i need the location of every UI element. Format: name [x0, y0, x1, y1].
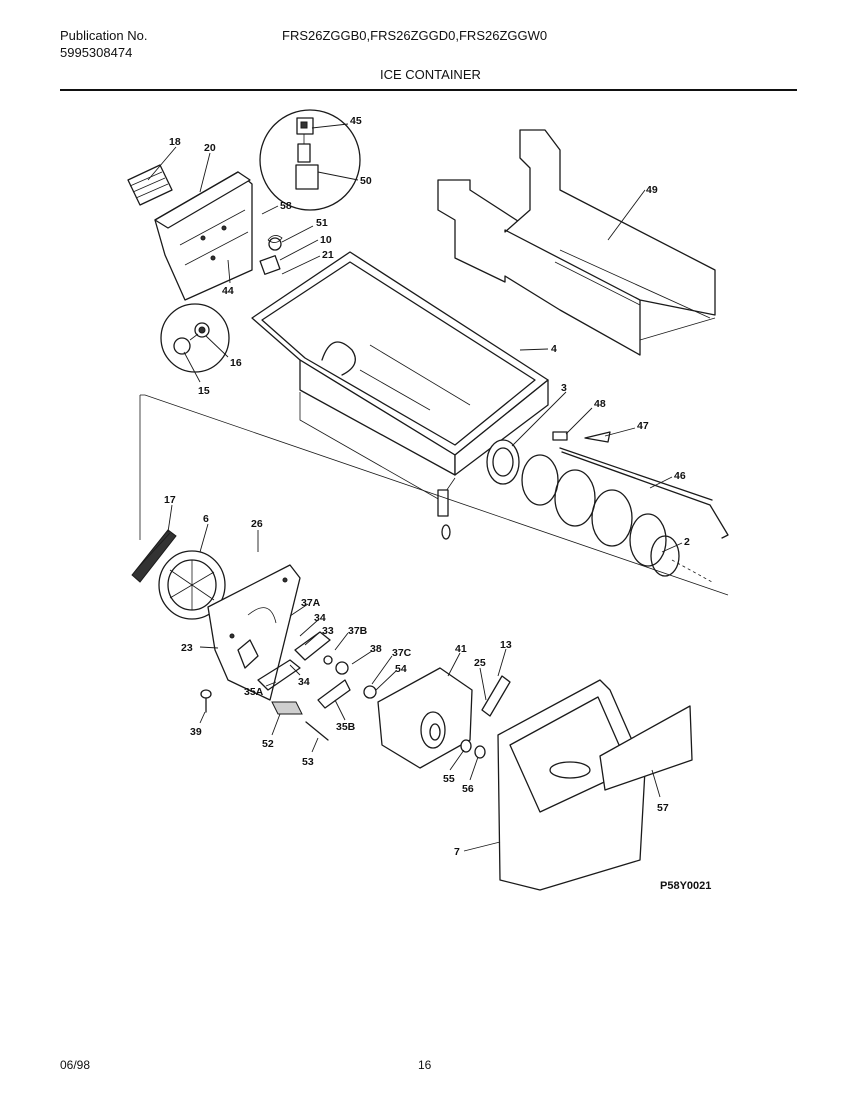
callout-54: 54 [395, 663, 407, 675]
callout-21: 21 [322, 249, 334, 261]
terminal-block [127, 164, 173, 206]
section-title: ICE CONTAINER [380, 67, 481, 82]
callout-7: 7 [454, 846, 460, 858]
callout-53: 53 [302, 756, 314, 768]
callout-20: 20 [204, 142, 216, 154]
callout-34-lower: 34 [298, 676, 310, 688]
actuator-bar [271, 701, 329, 741]
callout-13: 13 [500, 639, 512, 651]
small-switch-parts [259, 235, 283, 275]
bracket-assembly [154, 171, 253, 301]
callout-39: 39 [190, 726, 202, 738]
auger-rod [552, 431, 729, 539]
page-number: 16 [418, 1058, 432, 1072]
motor-housing [377, 667, 486, 769]
callout-47: 47 [637, 420, 649, 432]
callout-2: 2 [684, 536, 690, 548]
callout-57: 57 [657, 802, 669, 814]
figure-code: P58Y0021 [660, 880, 712, 892]
callout-4: 4 [551, 343, 557, 355]
front-assembly-outline [139, 394, 729, 596]
drive-ring [486, 439, 520, 485]
callout-16: 16 [230, 357, 242, 369]
callout-58: 58 [280, 200, 292, 212]
callout-52: 52 [262, 738, 274, 750]
screw-39 [200, 689, 212, 713]
callout-35B: 35B [336, 721, 356, 733]
part-callouts: 18 20 45 50 49 58 51 10 21 44 16 15 4 3 … [147, 115, 690, 858]
callout-33: 33 [322, 625, 334, 637]
callout-50: 50 [360, 175, 372, 187]
callout-41: 41 [455, 643, 467, 655]
header-rule [60, 89, 797, 91]
callout-51: 51 [316, 217, 328, 229]
slide-piece [481, 675, 511, 717]
callout-23: 23 [181, 642, 193, 654]
callout-56: 56 [462, 783, 474, 795]
callout-37A: 37A [301, 597, 321, 609]
footer-date: 06/98 [60, 1058, 91, 1072]
callout-49: 49 [646, 184, 658, 196]
callout-55: 55 [443, 773, 455, 785]
publication-number: 5995308474 [60, 45, 133, 60]
callout-6: 6 [203, 513, 209, 525]
callout-25: 25 [474, 657, 486, 669]
callout-15: 15 [198, 385, 210, 397]
callout-48: 48 [594, 398, 606, 410]
callout-26: 26 [251, 518, 263, 530]
model-numbers: FRS26ZGGB0,FRS26ZGGD0,FRS26ZGGW0 [282, 28, 548, 43]
crusher-wheel [158, 550, 226, 620]
gear-linkage [257, 631, 377, 709]
front-door [497, 679, 693, 891]
ice-container-bin [251, 251, 549, 540]
motor-plate [207, 564, 301, 701]
callout-46: 46 [674, 470, 686, 482]
callout-10: 10 [320, 234, 332, 246]
detail-circle-top [259, 109, 361, 211]
callout-38: 38 [370, 643, 382, 655]
back-cover-plate [437, 129, 716, 356]
detail-circle-left [160, 303, 230, 373]
callout-3: 3 [561, 382, 567, 394]
callout-18: 18 [169, 136, 181, 148]
callout-37B: 37B [348, 625, 368, 637]
publication-label: Publication No. [60, 28, 148, 43]
callout-37C: 37C [392, 647, 412, 659]
callout-44: 44 [222, 285, 234, 297]
callout-17: 17 [164, 494, 176, 506]
seal-strip [131, 529, 177, 583]
auger-spiral [521, 454, 713, 583]
callout-34-upper: 34 [314, 612, 326, 624]
callout-35A: 35A [244, 686, 264, 698]
callout-45: 45 [350, 115, 362, 127]
